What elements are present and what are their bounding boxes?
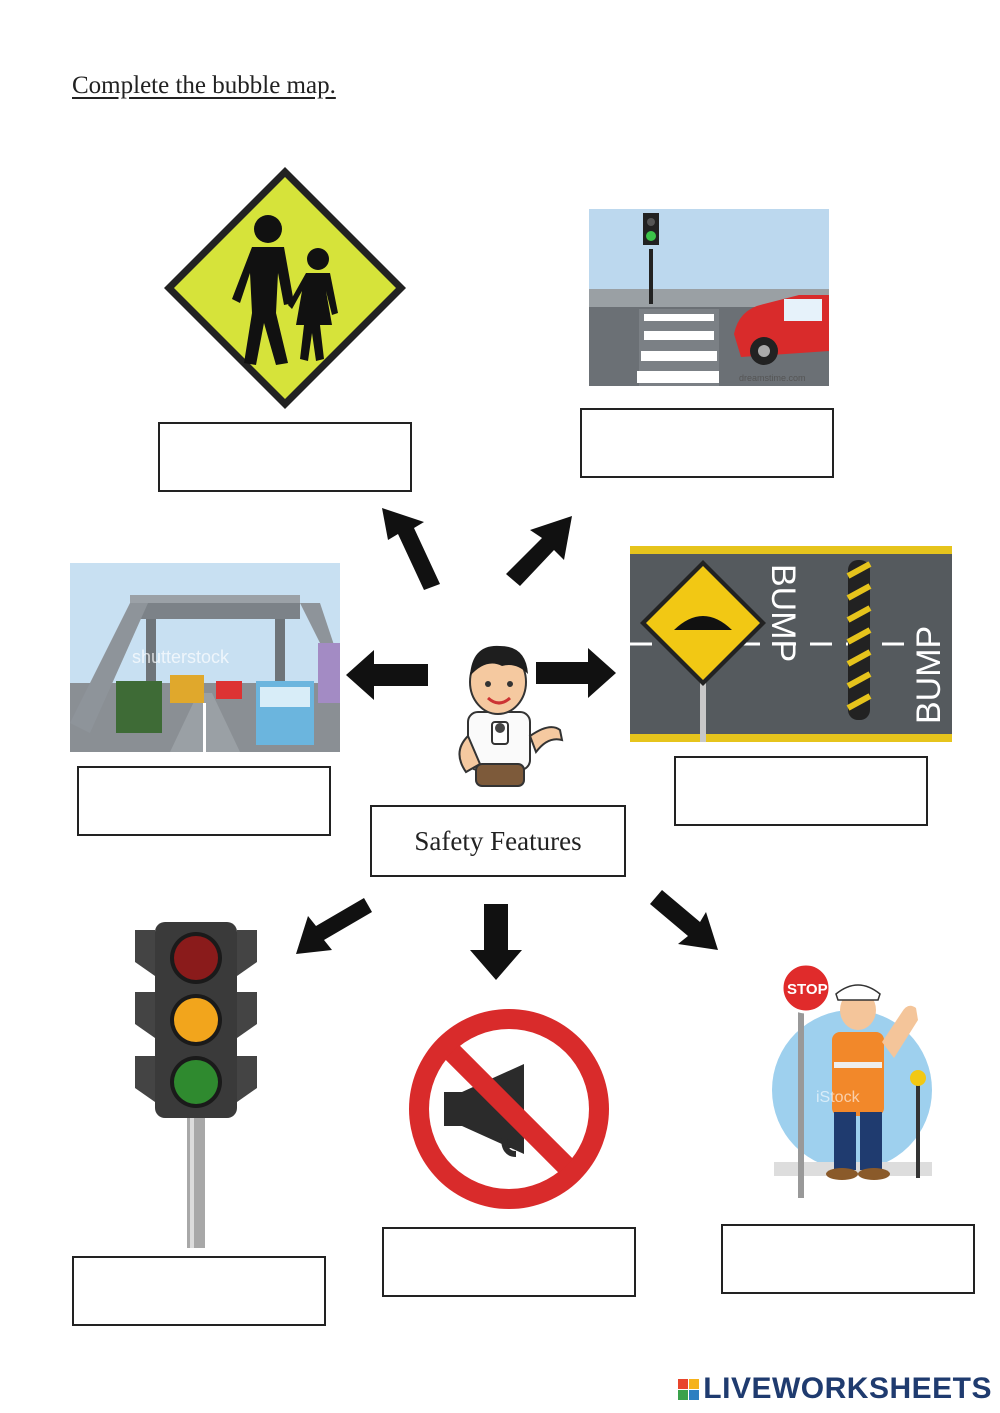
- shutterstock-watermark: shutterstock: [132, 647, 230, 667]
- dreamstime-watermark: dreamstime.com: [739, 373, 806, 383]
- answer-box-road-bump[interactable]: [674, 756, 928, 826]
- bump-text-bottom: BUMP: [910, 626, 948, 724]
- brand-text: LIVEWORKSHEETS: [703, 1372, 992, 1405]
- answer-box-no-horn[interactable]: [382, 1227, 636, 1297]
- answer-box-crossing-sign[interactable]: [158, 422, 412, 492]
- center-label-box: Safety Features: [370, 805, 626, 877]
- arrow-down: [470, 904, 522, 980]
- arrow-down-right: [650, 890, 718, 950]
- answer-box-traffic-light[interactable]: [72, 1256, 326, 1326]
- arrow-down-left: [296, 898, 372, 954]
- arrow-up-left: [382, 508, 440, 590]
- answer-box-crossing-guard[interactable]: [721, 1224, 975, 1294]
- stop-text: STOP: [787, 981, 828, 998]
- liveworksheets-brand: LIVEWORKSHEETS: [678, 1372, 992, 1406]
- crossing-guard-image: STOP iStock: [772, 962, 932, 1198]
- arrow-right: [536, 648, 616, 698]
- traffic-light-image: [135, 922, 257, 1248]
- no-horn-sign-image: [409, 1009, 609, 1209]
- boy-character-image: [458, 645, 564, 787]
- arrow-left: [346, 650, 428, 700]
- pedestrian-crossing-image: dreamstime.com: [589, 209, 829, 386]
- answer-box-pedestrian-crossing[interactable]: [580, 408, 834, 478]
- instruction-text: Complete the bubble map.: [72, 72, 336, 99]
- school-crossing-sign-image: [164, 167, 406, 409]
- overhead-bridge-image: shutterstock: [70, 563, 340, 752]
- answer-box-overhead-bridge[interactable]: [77, 766, 331, 836]
- liveworksheets-logo-icon: [678, 1378, 700, 1400]
- arrow-up-right: [506, 516, 572, 586]
- bump-text-top: BUMP: [764, 564, 802, 662]
- istock-watermark: iStock: [816, 1089, 861, 1106]
- road-bump-image: BUMP BUMP: [630, 546, 952, 742]
